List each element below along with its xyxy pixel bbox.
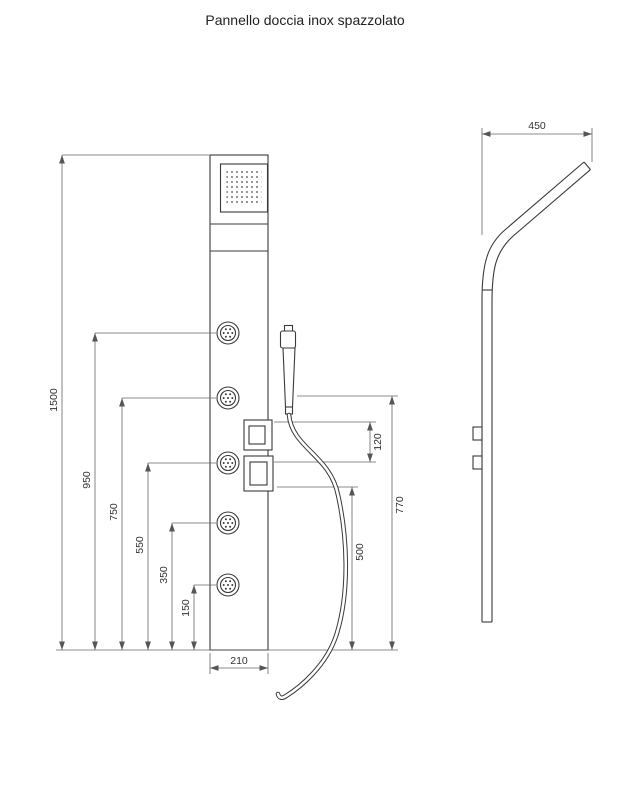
dim-label-120: 120 (372, 433, 384, 451)
front-view-dimensions: 1500 950 750 550 (48, 154, 406, 674)
dimension-jet-950: 950 (81, 332, 216, 650)
diverter-control (243, 419, 273, 451)
side-profile-front-line (491, 169, 591, 622)
dimension-jet-150: 150 (180, 584, 216, 650)
side-profile-back-line (481, 161, 585, 622)
dimension-panel-width: 210 (209, 653, 269, 674)
body-jet-4 (216, 511, 240, 535)
dim-label-770: 770 (394, 496, 406, 514)
drawing-title: Pannello doccia inox spazzolato (205, 12, 405, 28)
side-diverter-knob (472, 426, 483, 441)
dimension-jet-350: 350 (158, 522, 216, 650)
dim-label-550: 550 (134, 536, 146, 554)
panel-body-outline (209, 154, 269, 651)
mixer-control (243, 455, 274, 492)
hand-shower (279, 324, 297, 415)
body-jet-2 (216, 386, 240, 410)
dim-label-150: 150 (180, 599, 192, 617)
side-mixer-knob (472, 455, 483, 470)
body-jet-1 (216, 321, 240, 345)
dimension-jet-750: 750 (108, 397, 216, 650)
shower-head-nozzles (226, 170, 262, 205)
dim-label-1500: 1500 (48, 388, 60, 412)
dim-label-950: 950 (81, 471, 93, 489)
dimension-control-height: 500 (277, 486, 366, 650)
dim-label-450: 450 (528, 120, 546, 132)
side-profile-tip (583, 161, 591, 170)
front-view (209, 154, 297, 651)
dim-label-210: 210 (230, 655, 248, 667)
rain-shower-head (219, 163, 269, 213)
dimension-top-depth: 450 (481, 120, 593, 235)
dim-label-750: 750 (108, 503, 120, 521)
dimension-jet-550: 550 (134, 462, 216, 650)
dimension-handshower-height: 770 (297, 395, 406, 650)
dimension-overall-height: 1500 (48, 154, 209, 650)
dim-label-500: 500 (354, 543, 366, 561)
side-view (472, 161, 591, 623)
body-jet-5 (216, 573, 240, 597)
shower-hose (275, 412, 349, 701)
body-jet-3 (216, 451, 240, 475)
dim-label-350: 350 (158, 566, 170, 584)
